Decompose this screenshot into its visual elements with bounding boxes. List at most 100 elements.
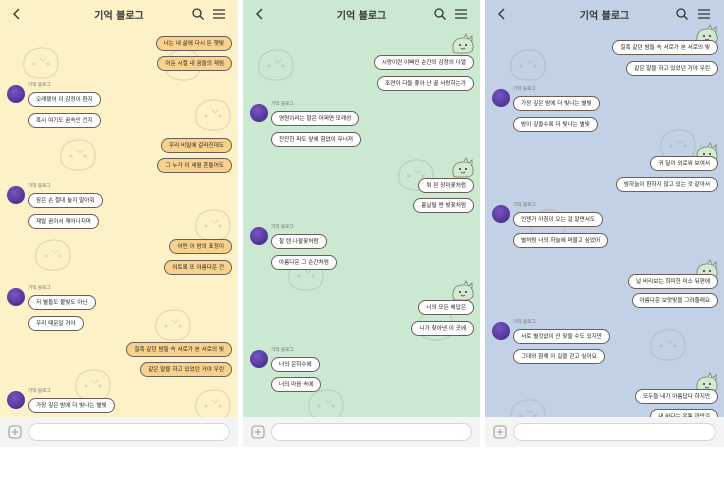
- received-message-bubble[interactable]: 서로 별것없이 안 맞을 수도 있지만: [513, 328, 610, 344]
- received-message-bubble[interactable]: 오래됐어 이 감정이 환지: [28, 91, 101, 107]
- chat-title: 기억 블로그: [579, 11, 630, 22]
- sender-name: 기억 블로그: [271, 225, 294, 230]
- sent-message-bubble[interactable]: 아름다운 보랏빛을 그려줄래요: [631, 292, 718, 308]
- received-message-bubble[interactable]: 밤이 깊을수록 더 빛나는 별빛: [513, 116, 598, 132]
- chevron-left-icon[interactable]: [253, 7, 267, 21]
- sent-message-bubble[interactable]: 어떤 이 밤의 표정이: [169, 238, 232, 254]
- received-message-bubble[interactable]: 너의 은하수에: [271, 356, 320, 372]
- chevron-left-icon[interactable]: [10, 7, 24, 21]
- search-icon[interactable]: [675, 7, 689, 21]
- sent-message-bubble[interactable]: 그 누가 이 세월 흔들어도: [157, 157, 232, 173]
- received-message-bubble[interactable]: 잠은 손 절대 놓지 말아줘: [28, 192, 103, 208]
- avatar[interactable]: [492, 205, 510, 223]
- sender-name: 기억 블로그: [28, 184, 51, 189]
- received-message-bubble[interactable]: 찰 텐 나팔꽃처럼: [271, 233, 327, 249]
- background-doodle-icon: [23, 47, 59, 79]
- sent-message-bubble[interactable]: 튀 핀 장미꽃처럼: [418, 177, 474, 193]
- received-message-bubble[interactable]: 제발 꿈이서 깨어나지마: [28, 213, 100, 229]
- received-message-bubble[interactable]: 영원이라는 말은 어쩌면 모래성: [271, 110, 360, 126]
- background-doodle-icon: [35, 239, 71, 271]
- received-message-bubble[interactable]: 혹시 여기도 꿈속인 건지: [28, 112, 101, 128]
- sender-name: 기억 블로그: [28, 83, 51, 88]
- received-message-bubble[interactable]: 그대와 함께 이 길을 걷고 싶어요: [513, 348, 605, 364]
- background-doodle-icon: [195, 99, 231, 131]
- avatar[interactable]: [7, 85, 25, 103]
- received-message-bubble[interactable]: 너의 마음 속에: [271, 376, 322, 392]
- hamburger-menu-icon[interactable]: [454, 7, 468, 21]
- hamburger-menu-icon[interactable]: [697, 7, 711, 21]
- input-bar: [243, 417, 480, 447]
- plus-circle-icon[interactable]: [251, 425, 265, 439]
- mascot-sticker-icon: [452, 280, 474, 301]
- avatar[interactable]: [492, 322, 510, 340]
- sent-message-bubble[interactable]: 밤하늘이 환하지 않고 있는 것 같아서: [615, 176, 718, 192]
- sent-message-bubble[interactable]: 너는 내 삶에 다시 뜬 햇빛: [155, 35, 232, 51]
- avatar[interactable]: [250, 104, 268, 122]
- sender-name: 기억 블로그: [513, 203, 536, 208]
- input-bar: [0, 417, 238, 447]
- hamburger-menu-icon[interactable]: [212, 7, 226, 21]
- sent-message-bubble[interactable]: 니가 찾아낸 이 곳에: [411, 320, 474, 336]
- mascot-sticker-icon: [452, 33, 474, 54]
- sender-name: 기억 블로그: [28, 389, 51, 394]
- background-doodle-icon: [195, 209, 231, 241]
- sent-message-bubble[interactable]: 칠흑 같던 밤들 속 서로가 본 서로의 빛: [612, 39, 718, 55]
- received-message-bubble[interactable]: 아름다운 그 순간처럼: [271, 254, 337, 270]
- plus-circle-icon[interactable]: [493, 425, 507, 439]
- message-input[interactable]: [513, 423, 716, 441]
- avatar[interactable]: [492, 89, 510, 107]
- chat-title: 기억 블로그: [94, 11, 144, 22]
- received-message-bubble[interactable]: 별처럼 너의 하늘에 머물고 싶었어: [513, 232, 609, 248]
- background-doodle-icon: [650, 329, 686, 361]
- chat-header: 기억 블로그: [243, 0, 480, 28]
- sent-message-bubble[interactable]: 어둔 시절 내 꿈들의 재림: [157, 55, 232, 71]
- avatar[interactable]: [250, 227, 268, 245]
- sent-message-bubble[interactable]: 우리 비밀에 갈라진대도: [160, 137, 232, 153]
- search-icon[interactable]: [433, 7, 447, 21]
- background-doodle-icon: [60, 139, 96, 171]
- chat-header: 기억 블로그: [0, 0, 238, 28]
- chat-header: 기억 블로그: [485, 0, 724, 28]
- sender-name: 기억 블로그: [271, 102, 294, 107]
- received-message-bubble[interactable]: 언젠가 아침이 오는 걸 알면서도: [513, 211, 604, 227]
- received-message-bubble[interactable]: 우리 때문일 거야: [28, 315, 84, 331]
- sent-message-bubble[interactable]: 칠흑 같던 밤들 속 서로가 본 서로의 빛: [126, 341, 232, 357]
- sent-message-bubble[interactable]: 같은 말을 하고 있었던 거야 우린: [140, 361, 232, 377]
- sent-message-bubble[interactable]: 조연이 다들 좋아 난 꿀 사랑하는가: [377, 75, 474, 91]
- avatar[interactable]: [7, 186, 25, 204]
- sender-name: 기억 블로그: [271, 348, 294, 353]
- search-icon[interactable]: [191, 7, 205, 21]
- received-message-bubble[interactable]: 저 별들도 불빛도 아닌: [28, 294, 96, 310]
- background-doodle-icon: [258, 49, 294, 81]
- chevron-left-icon[interactable]: [495, 7, 509, 21]
- sent-message-bubble[interactable]: 너의 모든 해답은: [418, 299, 474, 315]
- sent-message-bubble[interactable]: 귀 달이 외로워 보여서: [650, 155, 718, 171]
- sent-message-bubble[interactable]: 흩날릴 땐 벚꽃처럼: [413, 197, 474, 213]
- sender-name: 기억 블로그: [513, 87, 536, 92]
- message-input[interactable]: [271, 423, 472, 441]
- avatar[interactable]: [250, 350, 268, 368]
- chat-title: 기억 블로그: [336, 11, 387, 22]
- mascot-sticker-icon: [452, 157, 474, 178]
- input-bar: [485, 417, 724, 447]
- avatar[interactable]: [7, 288, 25, 306]
- sent-message-bubble[interactable]: 시랑이란 이뻐인 순간의 감정의 나열: [373, 54, 474, 70]
- message-input[interactable]: [28, 423, 230, 441]
- received-message-bubble[interactable]: 가장 깊은 밤에 더 빛나는 별빛: [28, 397, 115, 413]
- sent-message-bubble[interactable]: 이토록 또 아름다운 건: [164, 259, 232, 275]
- background-doodle-icon: [155, 309, 191, 341]
- received-message-bubble[interactable]: 잔잔한 파도 앞에 힘없이 무너져: [271, 131, 362, 147]
- sender-name: 기억 블로그: [513, 320, 536, 325]
- plus-circle-icon[interactable]: [8, 425, 22, 439]
- sent-message-bubble[interactable]: 널 비리보는 희미한 미소 뒤편에: [627, 273, 718, 289]
- received-message-bubble[interactable]: 가장 깊은 밤에 더 빛나는 별빛: [513, 95, 600, 111]
- avatar[interactable]: [7, 391, 25, 409]
- sent-message-bubble[interactable]: 같은 말을 하고 있었던 거야 우린: [626, 60, 718, 76]
- sent-message-bubble[interactable]: 모두들 내가 아름답다 하지만: [634, 388, 718, 404]
